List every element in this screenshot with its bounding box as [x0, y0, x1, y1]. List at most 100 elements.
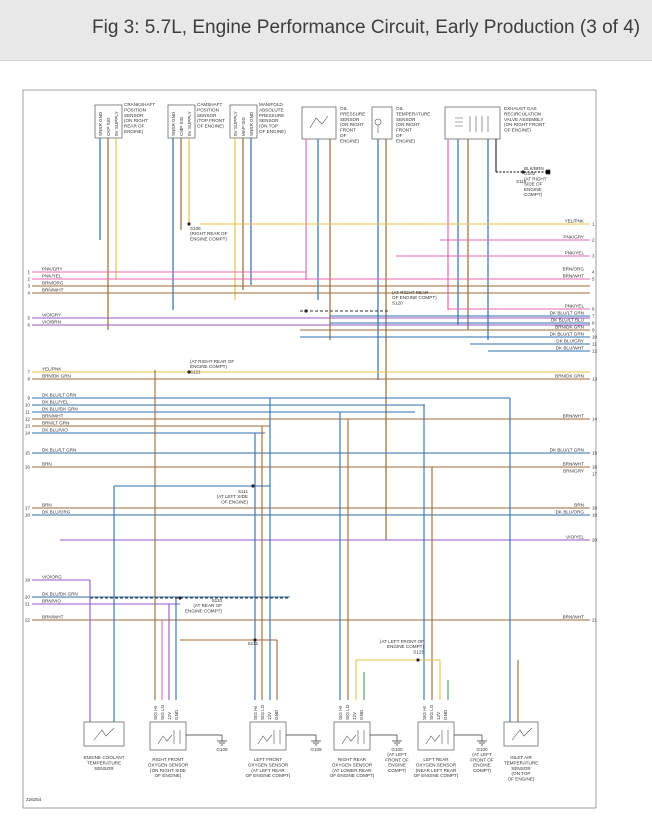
left-terminal-num: 19 [25, 578, 31, 583]
left-terminal-num: 12 [25, 417, 31, 422]
right-terminal-num: 16 [592, 465, 598, 470]
left-terminal-num: 9 [27, 396, 30, 401]
left-terminal-num: 7 [27, 370, 30, 375]
pin-label: SNSR GND [171, 111, 176, 136]
component-label: TEMPERATURE [504, 760, 538, 765]
pin-label: SNSR GND [98, 111, 103, 136]
ground-label: FRONT OF [470, 757, 494, 762]
right-terminal-num: 6 [592, 307, 595, 312]
right-terminal-num: 15 [592, 451, 598, 456]
splice-label: COMPT) [524, 192, 543, 197]
splice-label: ENGINE COMPT) [387, 644, 424, 649]
right-terminal-label: DK BLU/LT GRN [550, 448, 584, 453]
ground-label: COMPT) [473, 768, 492, 773]
component-label: ENGINE) [396, 138, 416, 143]
right-terminal-label: PNK/YEL [565, 251, 585, 256]
sensor-symbols [309, 115, 489, 133]
component-label: CAMSHAFT [197, 102, 222, 107]
splice-label: S112 [248, 641, 259, 646]
component-label: FRONT [396, 128, 412, 133]
component-label: LEFT REAR [423, 757, 449, 762]
component-label: (AT LEFT REAR [251, 768, 285, 773]
splice-dot-s106 [187, 222, 191, 226]
right-terminal-label: BRN/WHT [563, 462, 585, 467]
right-terminal-num: 9 [592, 328, 595, 333]
component-label: OF ENGINE) [259, 129, 286, 134]
left-terminal-label: DK BLU/YEL [42, 400, 69, 405]
right-terminal-num: 18 [592, 506, 598, 511]
oil-temp-sensor-box [371, 106, 393, 140]
left-terminal-label: BRN/WHT [42, 414, 64, 419]
component-label: (ON RIGHT SIDE [150, 768, 186, 773]
splice-label: ENGINE COMPT) [190, 236, 227, 241]
splice-label: BLK/BRN [524, 166, 544, 171]
component-label: OF ENGINE COMPT) [330, 773, 375, 778]
component-label: SENSOR [94, 766, 114, 771]
pin-label: SIG LO [429, 704, 434, 720]
ground-label: ENGINE [388, 763, 406, 768]
left-terminal-num: 13 [25, 424, 31, 429]
figure-header: Fig 3: 5.7L, Engine Performance Circuit,… [0, 0, 652, 61]
left-terminal-label: PNK/YEL [42, 274, 62, 279]
component-label: EXHAUST GAS [504, 106, 537, 111]
right-terminal-label: BRN/GRY [563, 469, 584, 474]
left-terminal-label: BRN/WHT [42, 288, 64, 293]
right-terminal-num: 1 [592, 222, 595, 227]
pin-label: CKP SIG [106, 117, 111, 136]
egr-valve-box [444, 106, 501, 140]
figure-title: Fig 3: 5.7L, Engine Performance Circuit,… [92, 17, 641, 38]
component-label: VALVE ASSEMBLY [504, 117, 544, 122]
right-terminal-label: DK BLU/GRY [556, 339, 584, 344]
right-terminal-label: DK BLU/WHT [556, 346, 585, 351]
right-terminal-label: VIO/YEL [566, 535, 584, 540]
splice-label: OF ENGINE COMPT) [392, 295, 437, 300]
ect-sensor-box [83, 721, 125, 747]
splice-label: (AT RIGHT [524, 176, 547, 181]
diagram-frame [22, 89, 597, 809]
left-terminal-label: VIO/BRN [42, 320, 61, 325]
right-terminal-num: 11 [592, 342, 597, 347]
splice-label: S115 [516, 179, 527, 184]
splice-label: OF ENGINE) [221, 499, 248, 504]
component-label: (NEAR LEFT REAR [416, 768, 457, 773]
oil-pressure-sensor-box [301, 106, 337, 140]
lf-o2-sensor-box [249, 721, 287, 751]
right-terminal-label: DK BLU/ORG [556, 510, 585, 515]
wiring-diagram: 1PNK/GRY2PNK/YEL3BRN/ORG4BRN/WHT5VIO/GRY… [22, 89, 598, 809]
component-label: SENSOR [511, 766, 531, 771]
splice-label: (AT LEFT FRONT OF [380, 639, 424, 644]
pin-label: 12V [267, 711, 272, 720]
component-label: LEFT FRONT [254, 757, 282, 762]
splice-label: (AT RIGHT REAR [392, 290, 429, 295]
component-label: OF [340, 133, 347, 138]
pin-label: SIG LO [160, 704, 165, 720]
component-label: (ON RIGHT [340, 122, 364, 127]
component-label: PRESSURE [259, 113, 284, 118]
component-label: SENSOR [197, 113, 217, 118]
component-label: POSITION [197, 107, 219, 112]
pin-label: 12V [352, 711, 357, 720]
ground-symbols [217, 169, 551, 746]
left-terminal-num: 15 [25, 451, 31, 456]
right-terminal-label: PNK/GRY [563, 235, 584, 240]
splice-label: G102 [524, 171, 536, 176]
component-label: OIL [340, 106, 348, 111]
splice-label: S110 [212, 598, 223, 603]
left-terminal-num: 18 [25, 513, 31, 518]
splice-label: ENGINE [524, 187, 542, 192]
component-label: (TOP FRONT [197, 118, 225, 123]
right-terminal-label: DK BLU/LT GRN [550, 332, 584, 337]
splice-label: (AT RIGHT REAR OF [190, 359, 234, 364]
component-label: SENSOR [340, 117, 360, 122]
iat-sensor-box [503, 721, 539, 747]
right-terminal-label: BRN/DK GRN [555, 374, 584, 379]
ground-label: G100 [391, 747, 403, 752]
splice-dot-s111 [251, 484, 255, 488]
splice-dot-s125 [416, 658, 420, 662]
right-terminal-num: 14 [592, 417, 598, 422]
left-terminal-label: DK BLU/DK GRN [42, 592, 78, 597]
lr-o2-sensor-box [417, 721, 455, 751]
splice-label: (RIGHT REAR OF [190, 231, 228, 236]
